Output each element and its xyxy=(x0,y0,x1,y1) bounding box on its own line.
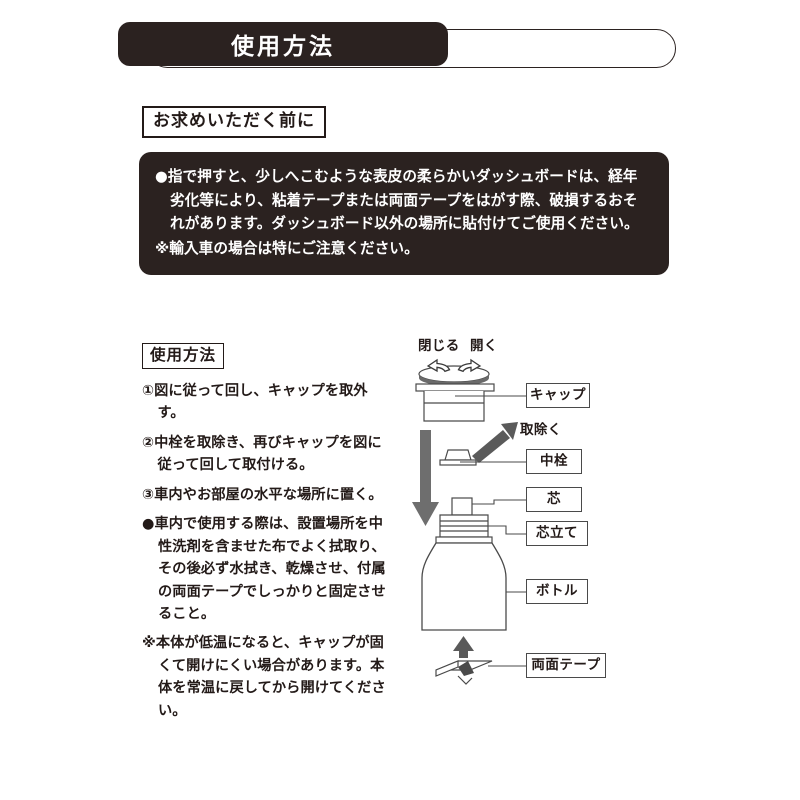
usage-step-1: ①図に従って回し、キャップを取外す。 xyxy=(142,383,368,422)
before-purchase-warning-panel: ●指で押すと、少しへこむような表皮の柔らかいダッシュボードは、経年劣化等により、… xyxy=(139,152,669,275)
label-wick-holder: 芯立て xyxy=(526,521,588,546)
label-bottle: ボトル xyxy=(526,579,588,604)
double-sided-tape-drawing xyxy=(435,660,493,685)
wick-holder-threads xyxy=(435,514,493,544)
page-title: 使用方法 xyxy=(231,34,335,60)
usage-heading: 使用方法 xyxy=(142,343,225,370)
usage-step-3: ③車内やお部屋の水平な場所に置く。 xyxy=(142,486,383,503)
diagram-drawing xyxy=(412,358,526,685)
bottle-drawing xyxy=(421,542,507,631)
warning-note: ※輸入車の場合は特にご注意ください。 xyxy=(155,239,419,257)
leader-wick xyxy=(472,499,526,505)
header-title-block: 使用方法 xyxy=(118,22,448,66)
usage-bullet-note: ●車内で使用する際は、設置場所を中性洗剤を含ませた布でよく拭取り、その後必ず水拭… xyxy=(142,516,386,622)
label-wick: 芯 xyxy=(526,487,582,512)
usage-step-2: ②中栓を取除き、再びキャップを図に従って回して取付ける。 xyxy=(142,434,382,474)
label-remove-note: 取除く xyxy=(520,422,562,438)
inner-plug-drawing xyxy=(439,449,477,466)
usage-temperature-note: ※本体が低温になると、キャップが固くて開けにくい場合があります。本体を常温に戻し… xyxy=(142,635,386,719)
warning-paragraph: ●指で押すと、少しへこむような表皮の柔らかいダッシュボードは、経年劣化等により、… xyxy=(155,168,639,233)
label-rotate-open: 開く xyxy=(470,338,498,354)
product-exploded-diagram: 閉じる 開く 取除く キャップ 中栓 芯 芯立て ボトル 両面テープ xyxy=(398,330,658,690)
leader-wick-holder xyxy=(488,525,526,535)
label-inner-plug: 中栓 xyxy=(526,449,582,474)
cap-drawing xyxy=(415,383,495,422)
assembly-down-arrow xyxy=(412,430,439,526)
remove-arrow xyxy=(472,422,518,463)
rotation-arrow-band xyxy=(418,365,490,386)
label-rotate-close: 閉じる xyxy=(418,338,460,354)
open-rotation-arrow xyxy=(457,358,482,373)
wick-drawing xyxy=(451,497,473,516)
tape-up-arrow xyxy=(453,636,474,658)
close-rotation-arrow xyxy=(426,358,451,373)
before-purchase-heading: お求めいただく前に xyxy=(142,106,326,138)
label-double-sided-tape: 両面テープ xyxy=(526,653,606,678)
page-header: 使用方法 xyxy=(118,22,678,70)
label-cap: キャップ xyxy=(526,383,590,408)
usage-steps-list: ①図に従って回し、キャップを取外す。 ②中栓を取除き、再びキャップを図に従って回… xyxy=(142,380,392,729)
